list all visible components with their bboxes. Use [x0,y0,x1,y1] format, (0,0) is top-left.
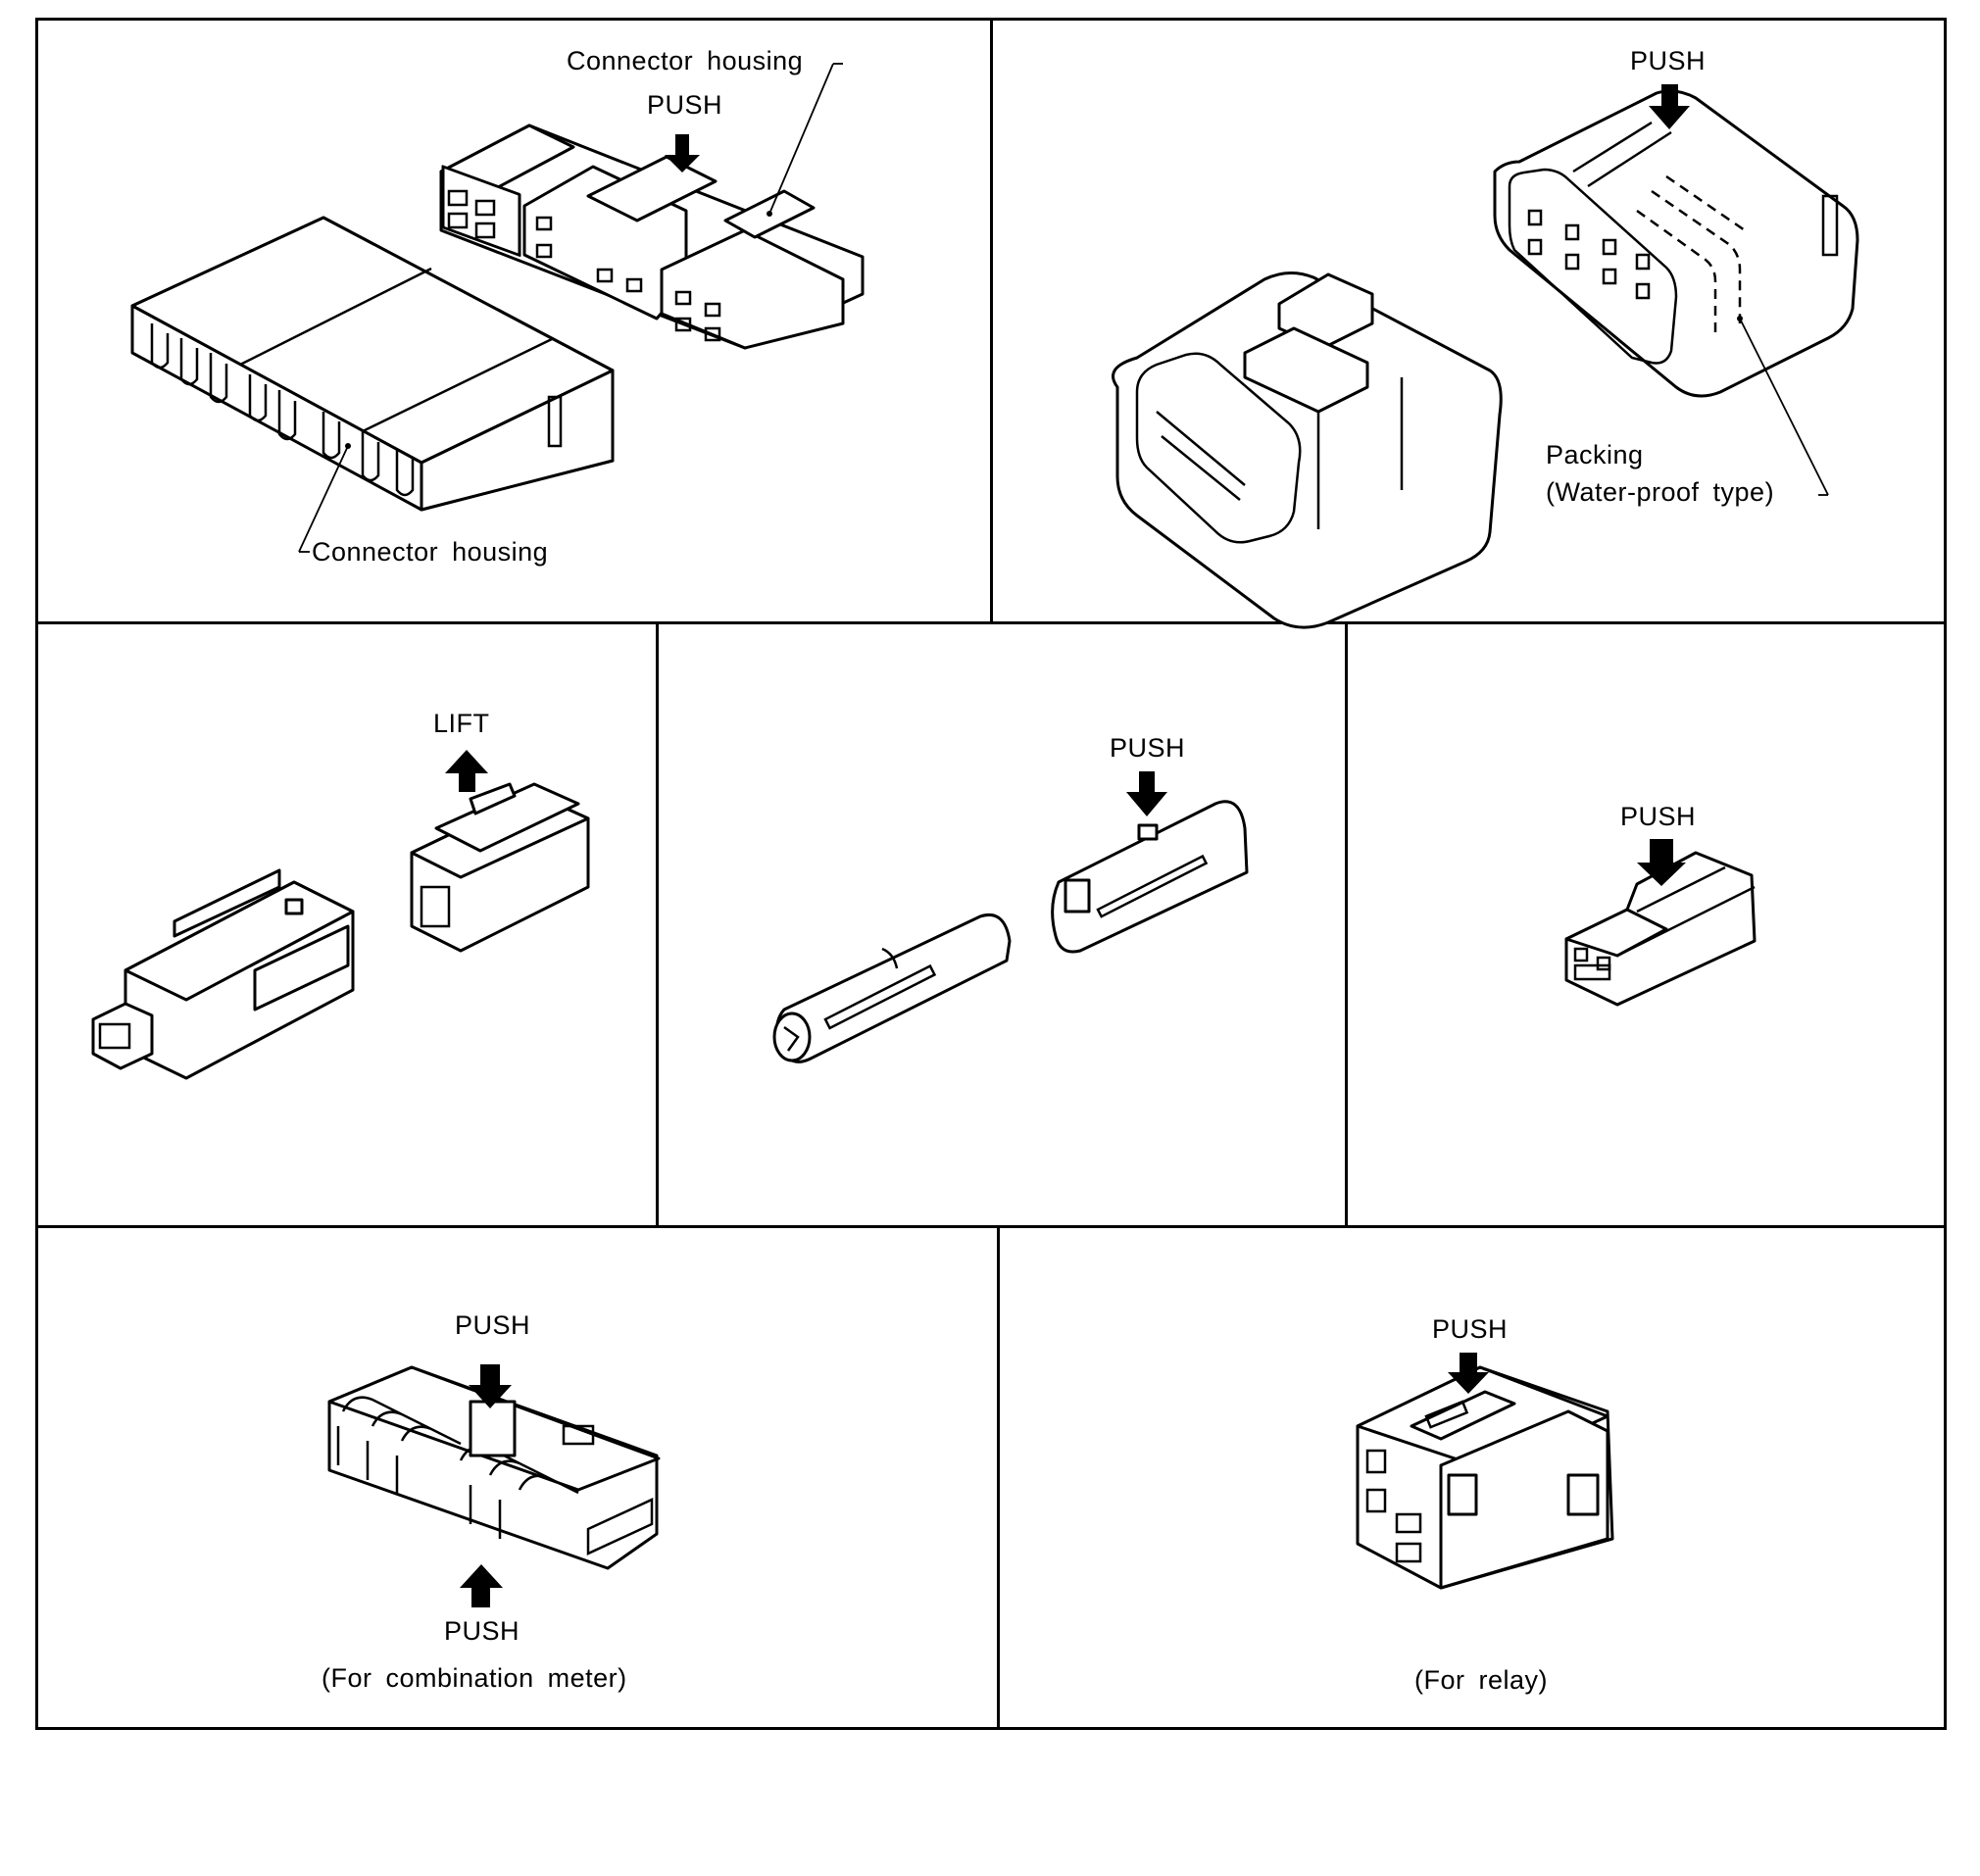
push-arrow-down [1126,771,1167,816]
relay-caption: (For relay) [1414,1665,1549,1695]
push-label: PUSH [647,90,723,120]
lift-connector-plug-illustration [91,868,355,1080]
push-arrow-down [1649,84,1690,129]
combination-meter-caption: (For combination meter) [322,1663,627,1693]
push-arrow-down [469,1364,512,1408]
relay-connector-illustration [1356,1365,1614,1590]
cylindrical-connector-socket-illustration [1051,800,1249,954]
push-arrow-down [1448,1353,1489,1394]
lift-arrow-up [445,750,488,792]
packing-label: Packing [1546,440,1644,469]
connector-housing-label-top: Connector housing [567,46,804,75]
row2-divider [35,1225,1947,1228]
row2-column-divider-1 [656,623,659,1227]
push-label: PUSH [1620,802,1697,831]
lift-label: LIFT [433,709,490,738]
connector-housing-long-illustration [130,216,615,553]
push-label: PUSH [1630,46,1707,75]
two-pin-connector-illustration [1564,851,1757,1007]
push-label-top: PUSH [455,1310,531,1340]
combination-meter-connector-illustration [327,1365,661,1570]
push-label: PUSH [1110,733,1186,763]
row3-column-divider [997,1227,1000,1730]
push-arrow-up [460,1564,503,1607]
push-arrow-down [1637,839,1686,886]
row1-column-divider [990,18,993,623]
waterproof-connector-plug-illustration [1112,272,1503,629]
connector-housing-label-bottom: Connector housing [312,537,549,567]
lift-connector-socket-illustration [410,782,590,953]
push-label-bottom: PUSH [444,1616,520,1646]
push-arrow-down [665,134,700,173]
push-label: PUSH [1432,1314,1509,1344]
packing-type-label: (Water-proof type) [1546,477,1775,507]
cylindrical-connector-plug-illustration [772,913,1012,1063]
row2-column-divider-2 [1345,623,1348,1227]
waterproof-connector-socket-illustration [1493,89,1859,496]
connector-housing-block-illustration [439,63,865,350]
